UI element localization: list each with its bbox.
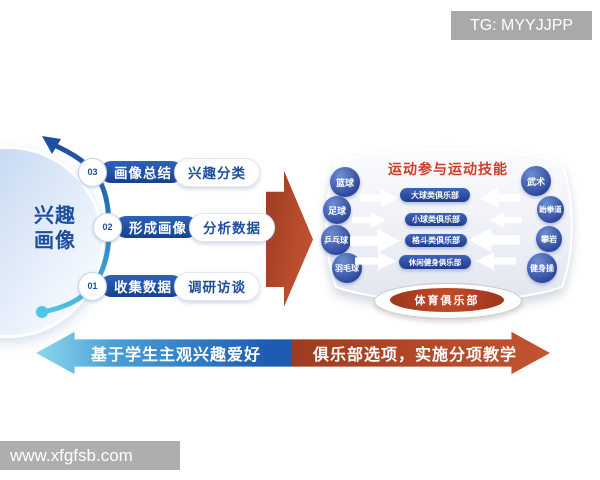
interest-profile-label: 兴趣 画像 bbox=[24, 204, 86, 254]
process-step-3: 03 画像总结 兴趣分类 bbox=[78, 157, 260, 187]
axis-left-label: 基于学生主观兴趣爱好 bbox=[90, 347, 261, 364]
sport-bubble-martial-arts: 武术 bbox=[521, 166, 551, 196]
step-method-pill: 兴趣分类 bbox=[174, 157, 260, 187]
club-pill-small-ball: 小球类俱乐部 bbox=[405, 213, 467, 226]
interest-profile-label-line1: 兴趣 bbox=[34, 205, 76, 227]
panel-title: 运动参与运动技能 bbox=[388, 161, 508, 177]
sports-club-oval: 体育俱乐部 bbox=[390, 288, 504, 312]
process-step-2: 02 形成画像 分析数据 bbox=[93, 212, 275, 242]
club-pill-leisure-fitness: 休闲健身俱乐部 bbox=[399, 255, 471, 269]
sport-bubble-climbing: 攀岩 bbox=[536, 226, 562, 252]
step-number-badge: 02 bbox=[93, 212, 122, 242]
sport-bubble-table-tennis: 乒乓球 bbox=[321, 225, 351, 255]
watermark-telegram: TG: MYYJJPP bbox=[451, 11, 592, 40]
arrowhead-icon bbox=[42, 136, 61, 154]
step-method-pill: 调研访谈 bbox=[174, 271, 260, 301]
interest-profile-label-line2: 画像 bbox=[34, 230, 76, 252]
step-number-badge: 03 bbox=[78, 157, 107, 187]
sport-bubble-basketball: 篮球 bbox=[330, 167, 360, 197]
step-number-badge: 01 bbox=[78, 271, 107, 301]
process-step-1: 01 收集数据 调研访谈 bbox=[78, 271, 260, 301]
sport-bubble-fitness: 健身操 bbox=[527, 253, 557, 283]
club-pill-big-ball: 大球类俱乐部 bbox=[400, 188, 470, 202]
step-method-pill: 分析数据 bbox=[189, 212, 275, 242]
step-action-pill: 形成画像 bbox=[115, 216, 198, 238]
timeline-start-dot-icon bbox=[36, 306, 48, 318]
sport-bubble-taekwondo: 跆拳道 bbox=[537, 196, 564, 223]
step-action-pill: 收集数据 bbox=[100, 275, 183, 297]
axis-right-label: 俱乐部选项，实施分项教学 bbox=[312, 347, 517, 364]
club-pill-combat: 格斗类俱乐部 bbox=[405, 234, 467, 247]
sport-bubble-football: 足球 bbox=[323, 196, 351, 224]
watermark-website: www.xfgfsb.com bbox=[0, 441, 180, 470]
step-action-pill: 画像总结 bbox=[100, 161, 183, 183]
